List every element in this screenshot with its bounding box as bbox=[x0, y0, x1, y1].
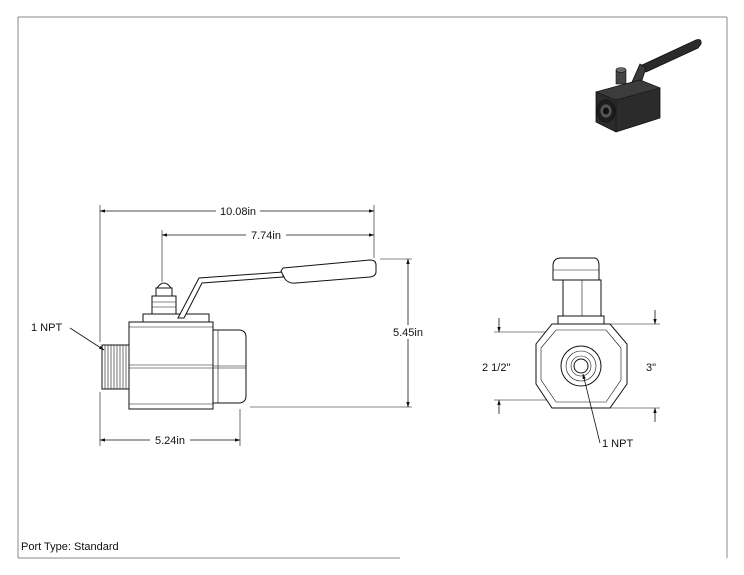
dim-height-label: 5.45in bbox=[393, 327, 423, 339]
dim-height: 5.45in bbox=[250, 258, 426, 408]
port-type-label: Port Type: Standard bbox=[21, 541, 119, 553]
end-view: 2 1/2" 3" 1 NPT bbox=[482, 257, 660, 450]
end-port-label: 1 NPT bbox=[602, 438, 633, 450]
valve-body bbox=[128, 321, 214, 410]
threaded-port bbox=[101, 344, 130, 390]
sheet-frame bbox=[17, 16, 728, 559]
handle bbox=[177, 259, 377, 319]
dim-body-length: 5.24in bbox=[99, 392, 241, 447]
dim-handle-length: 7.74in bbox=[161, 228, 375, 282]
dim-handle-length-label: 7.74in bbox=[251, 230, 281, 242]
dim-across-corners: 3" bbox=[610, 310, 660, 422]
dim-body-length-label: 5.24in bbox=[155, 435, 185, 447]
dim-across-corners-label: 3" bbox=[646, 362, 656, 374]
dim-overall-length-label: 10.08in bbox=[220, 206, 256, 218]
dim-overall-length: 10.08in bbox=[99, 204, 375, 342]
stem-nut bbox=[142, 282, 210, 323]
isometric-view bbox=[595, 39, 702, 133]
dim-across-flats: 2 1/2" bbox=[482, 318, 546, 414]
left-port-label: 1 NPT bbox=[31, 322, 62, 334]
left-port-callout: 1 NPT bbox=[31, 322, 105, 351]
end-cap bbox=[212, 329, 247, 404]
dim-across-flats-label: 2 1/2" bbox=[482, 362, 510, 374]
end-view-handle bbox=[552, 257, 605, 325]
end-view-hex bbox=[535, 323, 628, 409]
front-view: 10.08in 7.74in 5.45in 5.24in 1 NPT bbox=[31, 204, 426, 447]
end-port-callout: 1 NPT bbox=[582, 373, 633, 450]
